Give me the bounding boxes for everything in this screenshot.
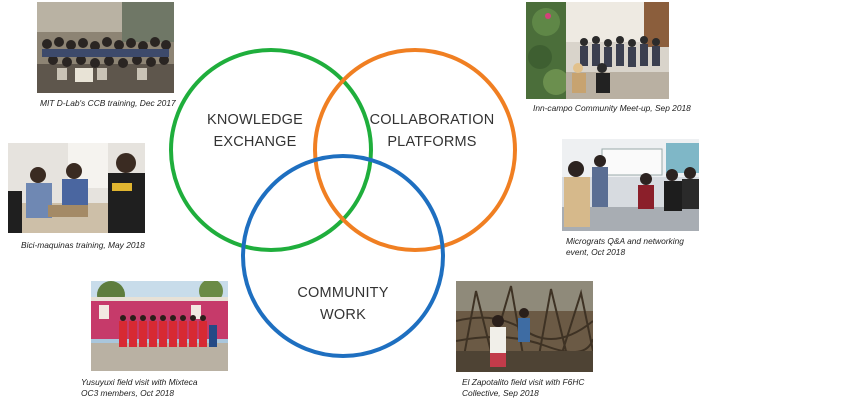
caption-line: El Zapotalito field visit with F6HC [462,377,585,387]
bici-maquinas-caption: Bici-maquinas training, May 2018 [21,240,145,251]
caption-line: Micrograts Q&A and networking [566,236,684,246]
knowledge-exchange-label-line1: KNOWLEDGE [207,112,303,128]
knowledge-exchange-circle [169,48,373,252]
ccb-training-photo [37,2,174,93]
zapotalito-caption: El Zapotalito field visit with F6HC Coll… [462,377,584,399]
caption-line: Yusuyuxi field visit with Mixteca [81,377,198,387]
yusuyuxi-caption: Yusuyuxi field visit with Mixteca OC3 me… [81,377,198,399]
inncampo-caption: Inn-campo Community Meet-up, Sep 2018 [533,103,691,114]
ccb-training-caption: MIT D-Lab's CCB training, Dec 2017 [40,98,176,109]
micrograts-photo [562,139,699,231]
caption-line: MIT D-Lab's CCB training, Dec 2017 [40,98,176,108]
zapotalito-photo [456,281,593,372]
caption-line: OC3 members, Oct 2018 [81,388,175,398]
caption-line: Collective, Sep 2018 [462,388,539,398]
caption-line: event, Oct 2018 [566,247,626,257]
inncampo-meetup-photo [526,2,669,99]
yusuyuxi-photo [91,281,228,371]
knowledge-exchange-label-line2: EXCHANGE [214,134,297,150]
community-work-circle [241,154,445,358]
collaboration-platforms-label-line2: PLATFORMS [387,134,476,150]
collaboration-platforms-label-line1: COLLABORATION [370,112,495,128]
caption-line: Inn-campo Community Meet-up, Sep 2018 [533,103,691,113]
micrograts-caption: Micrograts Q&A and networking event, Oct… [566,236,684,258]
community-work-label-line1: COMMUNITY [297,285,388,301]
bici-maquinas-photo [8,143,145,233]
collaboration-platforms-circle [313,48,517,252]
caption-line: Bici-maquinas training, May 2018 [21,240,145,250]
community-work-label-line2: WORK [320,307,366,323]
